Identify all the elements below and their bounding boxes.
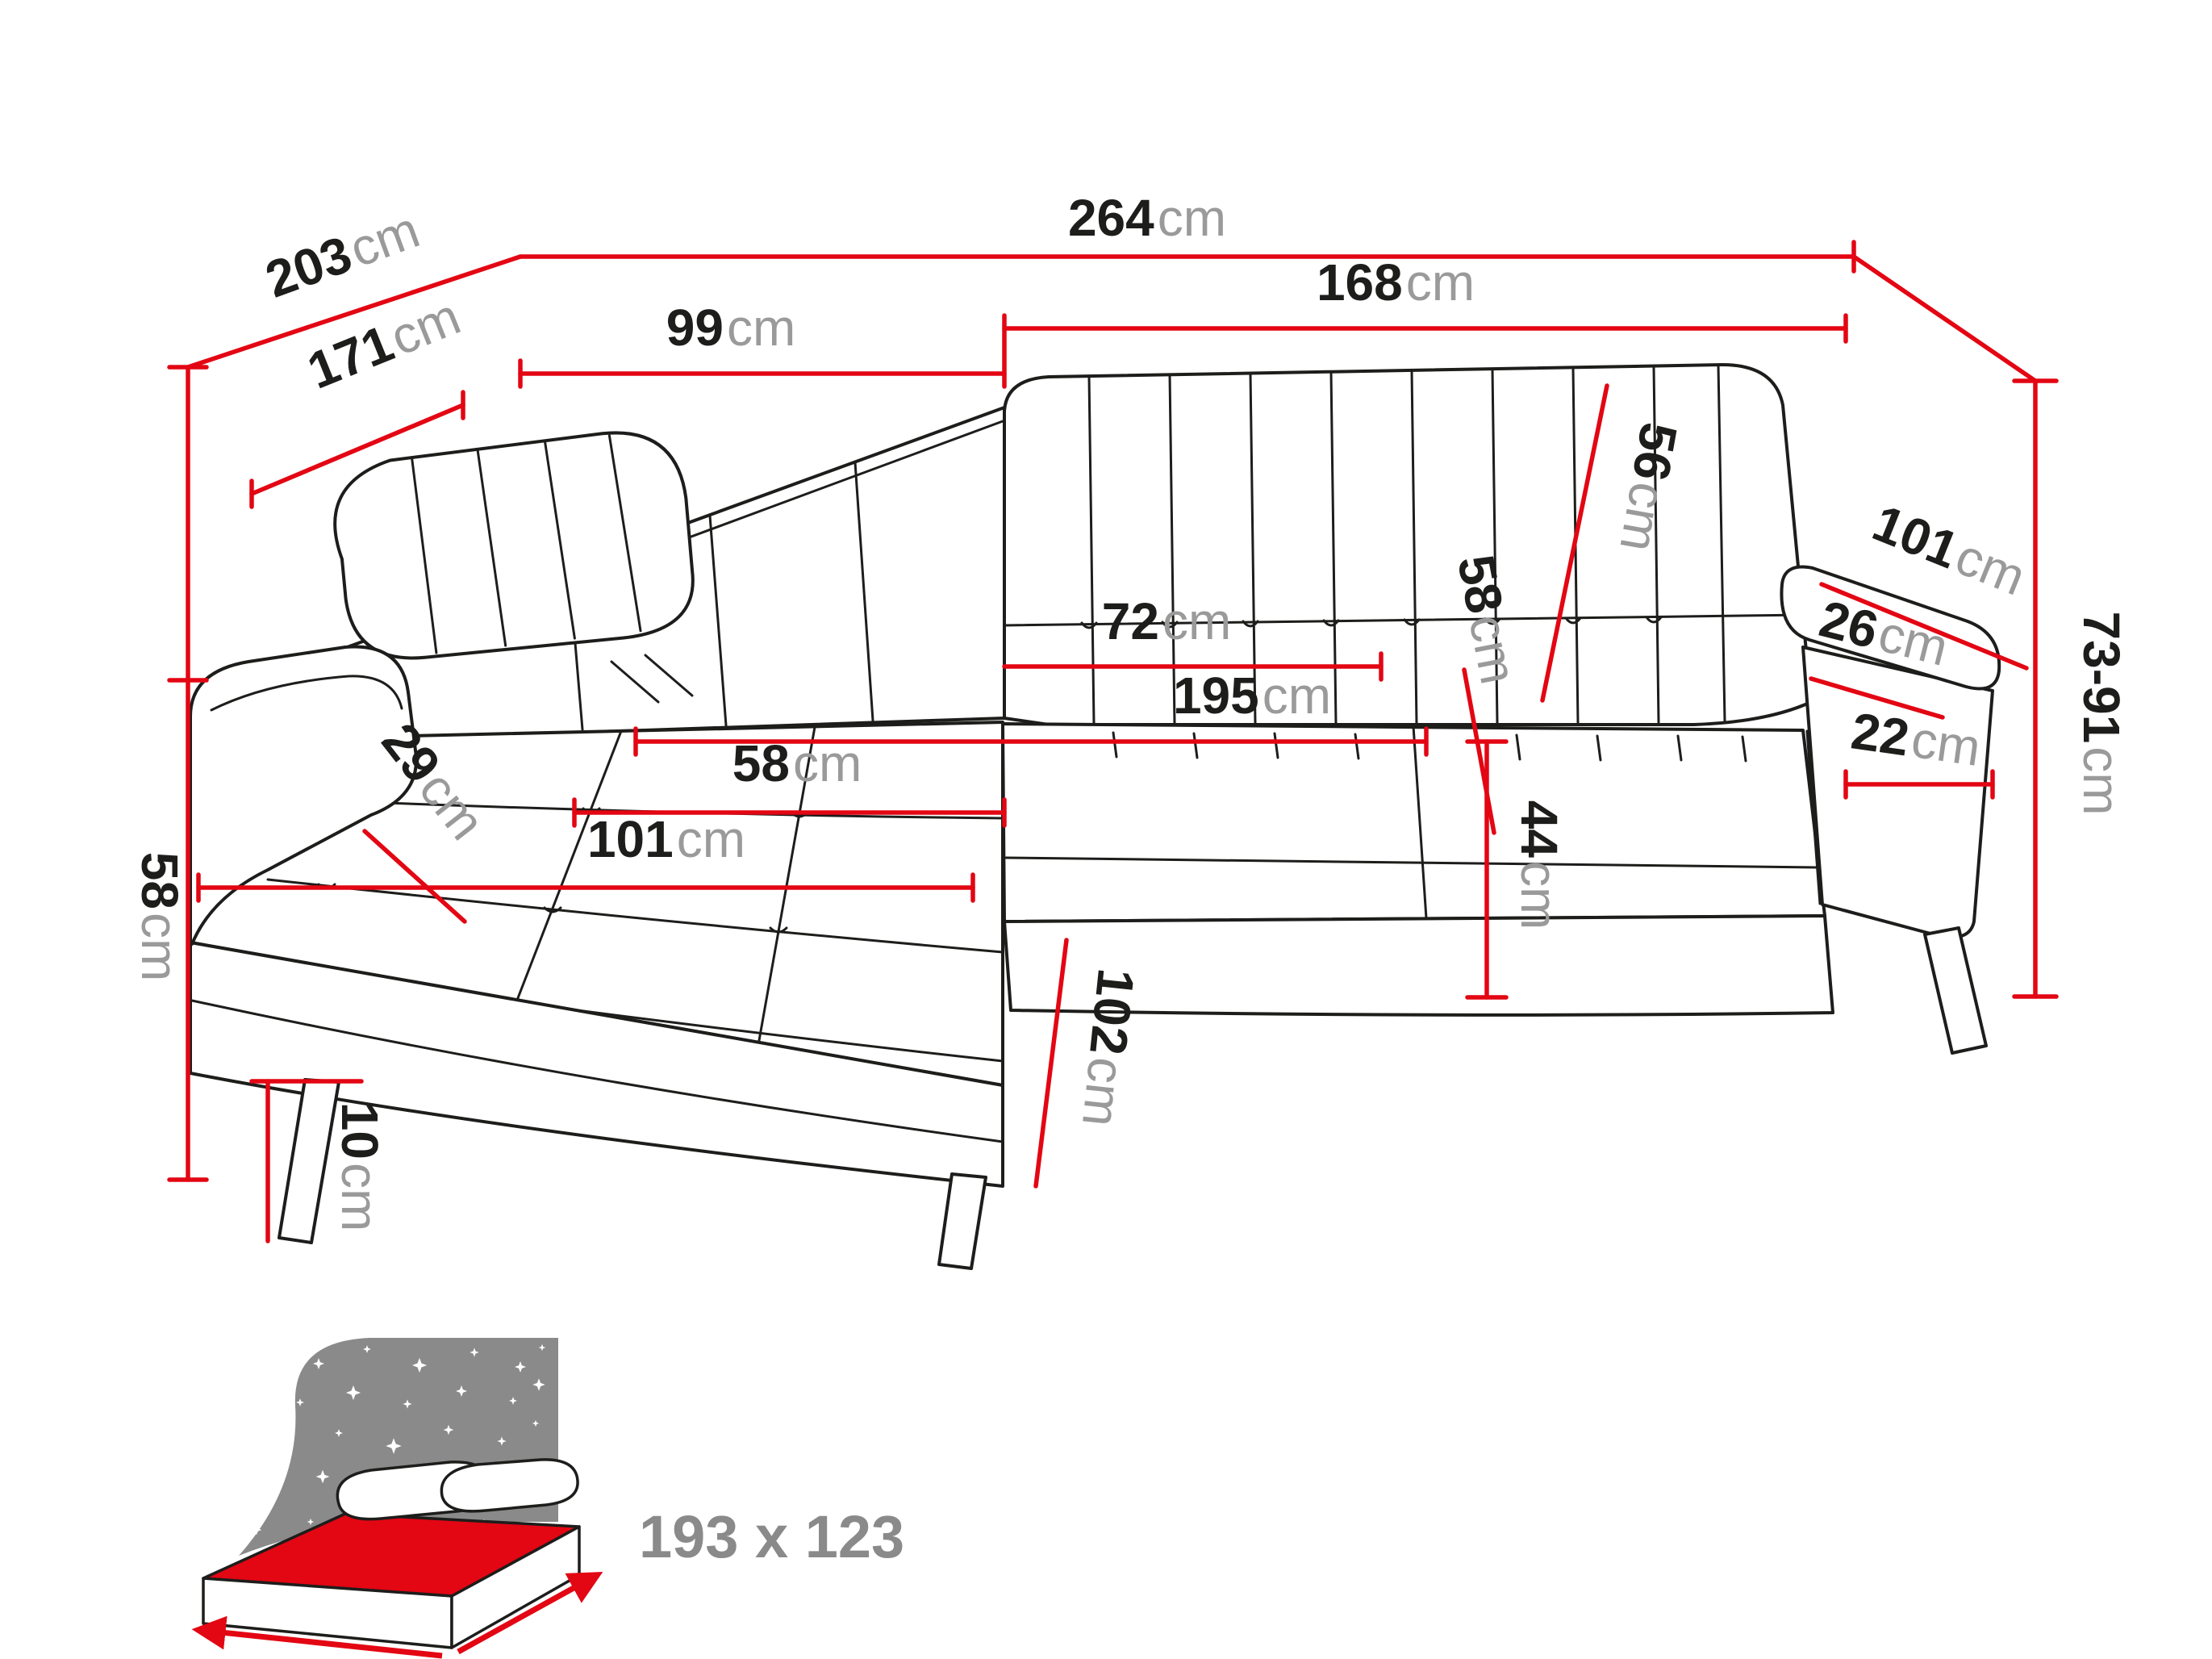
dim-label-left-back-width: 99cm — [666, 299, 796, 357]
dim-connector-right — [1851, 254, 2038, 383]
dim-label-chaise-cushion-width: 101cm — [587, 810, 745, 868]
headrest-ribs — [411, 434, 642, 654]
seat-channel-stubs — [1112, 731, 1747, 763]
dim-label-leg-height: 10cm — [331, 1102, 389, 1232]
right-armrest-pad — [1780, 565, 2001, 691]
headrest-bracket — [610, 654, 694, 704]
dimension-labels: 264cm 203cm 171cm 99cm 168cm 56cm 101cm … — [131, 189, 2131, 1231]
right-seat-cushions — [1001, 722, 1826, 923]
dimension-lines — [167, 240, 2059, 1243]
dim-line-inner-depth — [249, 403, 465, 496]
dim-line-left-armrest-width — [362, 829, 467, 924]
bed-dimension-arrows — [191, 1571, 603, 1659]
dim-line-right-armrest-length — [1819, 582, 2029, 671]
right-backrest — [1003, 363, 1813, 726]
chaise-base-seam — [190, 999, 1004, 1143]
leg-middle — [937, 1172, 987, 1270]
backrest-tuft-dimples — [1080, 616, 1663, 629]
bed-arrow-length — [191, 1615, 443, 1659]
dim-label-seat-height-side: 58cm — [131, 852, 189, 982]
right-armrest-side — [1801, 646, 1994, 939]
dim-label-chaise-cushion-depth: 58cm — [732, 734, 862, 792]
sleeping-area-icon — [191, 1338, 603, 1659]
dim-label-height-range: 73-91cm — [2072, 612, 2131, 816]
dim-label-chaise-length: 102cm — [1071, 966, 1146, 1130]
dim-label-total-depth: 203cm — [258, 200, 427, 309]
dim-label-back-cushion-width: 72cm — [1102, 592, 1232, 650]
sleeping-area-label: 193 x 123 — [639, 1503, 904, 1570]
seat-front-crease — [1004, 856, 1818, 869]
dim-line-total-depth — [186, 254, 523, 370]
leg-right — [1923, 926, 1988, 1055]
dim-line-backrest-height — [1540, 383, 1609, 703]
dim-label-right-armrest-length: 101cm — [1865, 493, 2034, 606]
chaise-base — [189, 941, 1004, 1188]
right-armrest-inner-edge — [1805, 729, 1822, 905]
leg-left — [278, 1078, 340, 1244]
dim-label-armrest-lower-width: 22cm — [1848, 701, 1985, 777]
seat-split-line — [1412, 725, 1428, 920]
dim-label-seat-height-front: 44cm — [1510, 800, 1568, 930]
bed-base-front — [202, 1577, 453, 1649]
bed-arrow-width — [457, 1571, 603, 1655]
dim-label-seat-depth: 58cm — [1446, 550, 1528, 688]
dim-label-total-width: 264cm — [1068, 189, 1226, 247]
left-armrest — [189, 645, 419, 946]
dim-line-armrest-top-width — [1809, 676, 1945, 720]
dim-line-seat-depth — [1462, 667, 1496, 835]
bed-pillow-right — [440, 1458, 579, 1513]
dim-line-chaise-length — [1033, 938, 1069, 1189]
left-armrest-ridge — [210, 675, 403, 712]
dim-label-seat-width: 195cm — [1173, 667, 1331, 725]
sofa-legs — [278, 926, 1988, 1270]
right-seat-base — [1003, 914, 1834, 1017]
dim-label-backrest-height: 56cm — [1609, 419, 1688, 557]
dim-label-right-back-width: 168cm — [1317, 253, 1475, 311]
